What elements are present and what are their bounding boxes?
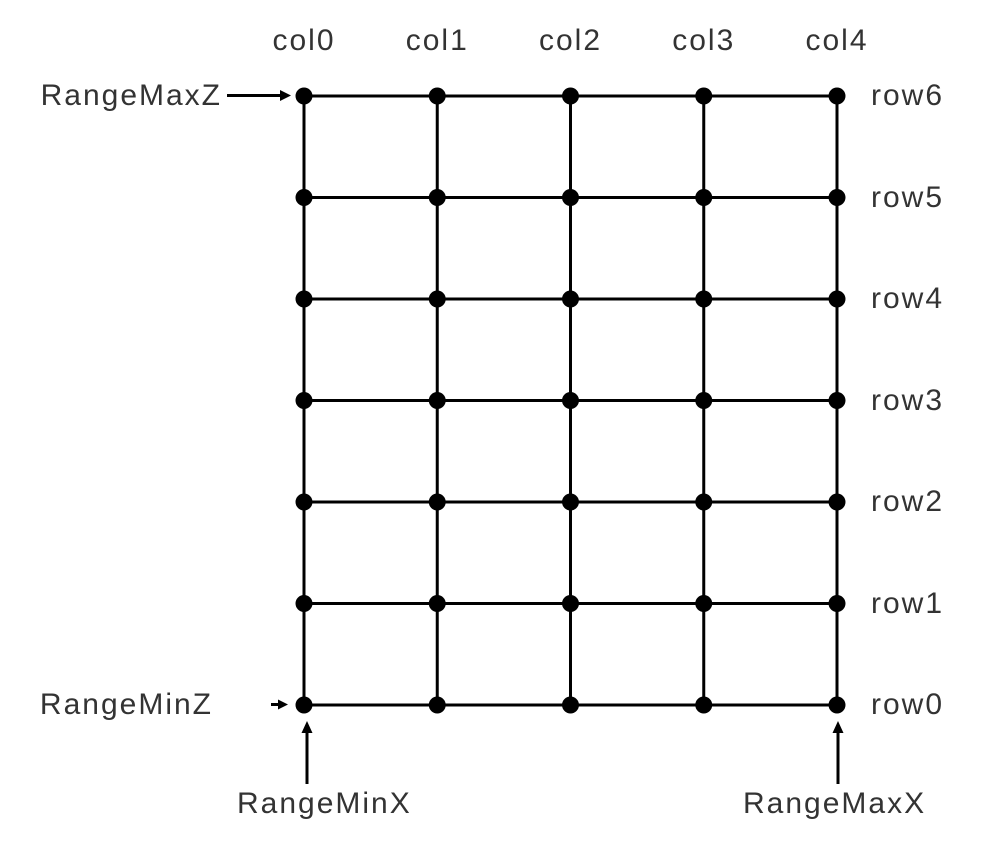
- grid-node: [295, 493, 313, 511]
- grid-node: [428, 189, 446, 206]
- row-label: row2: [871, 485, 945, 518]
- grid-node: [562, 392, 579, 409]
- grid-node: [428, 595, 446, 612]
- grid-node: [562, 189, 579, 206]
- grid-node: [695, 392, 713, 409]
- grid-node: [295, 696, 313, 714]
- label-range-min-x: RangeMinX: [237, 787, 412, 820]
- row-label: row6: [871, 79, 945, 112]
- grid-node: [828, 290, 846, 308]
- grid-node: [295, 87, 313, 105]
- grid-node: [828, 87, 846, 105]
- range-min-z-arrowhead: [278, 699, 288, 710]
- row-label: row0: [871, 688, 945, 721]
- grid-node: [562, 493, 579, 511]
- row-label: row5: [871, 180, 945, 214]
- range-max-z-arrowhead: [280, 90, 291, 101]
- grid-node: [428, 696, 446, 714]
- grid-node: [695, 290, 713, 308]
- grid-node: [295, 189, 313, 206]
- grid-node: [295, 595, 313, 612]
- grid-node: [828, 696, 846, 714]
- grid-node: [828, 392, 846, 409]
- grid-node: [695, 189, 713, 206]
- grid-node: [828, 493, 846, 511]
- grid-node: [562, 290, 579, 308]
- grid-node: [428, 392, 446, 409]
- grid-node: [828, 595, 846, 612]
- row-label: row4: [871, 282, 945, 315]
- grid-node: [428, 493, 446, 511]
- range-max-x-arrowhead: [832, 721, 844, 733]
- grid-node: [295, 392, 313, 409]
- row-label: row1: [871, 586, 945, 620]
- grid-node: [562, 696, 579, 714]
- grid-node: [695, 696, 713, 714]
- label-range-max-x: RangeMaxX: [743, 787, 927, 820]
- col-label: col2: [538, 24, 603, 57]
- label-range-max-z: RangeMaxZ: [40, 79, 222, 112]
- grid-node: [562, 595, 579, 612]
- grid-node: [428, 290, 446, 308]
- col-label: col4: [805, 24, 869, 57]
- grid-node: [695, 87, 713, 105]
- grid-node: [428, 87, 446, 105]
- grid-node: [295, 290, 313, 308]
- col-label: col1: [405, 24, 469, 57]
- label-range-min-z: RangeMinZ: [39, 688, 213, 721]
- col-label: col0: [272, 24, 336, 57]
- grid-node: [828, 189, 846, 206]
- grid-node: [695, 595, 713, 612]
- range-min-x-arrowhead: [301, 721, 313, 733]
- col-label: col3: [672, 24, 736, 57]
- grid-node: [695, 493, 713, 511]
- row-label: row3: [871, 383, 945, 417]
- grid-node: [562, 87, 579, 105]
